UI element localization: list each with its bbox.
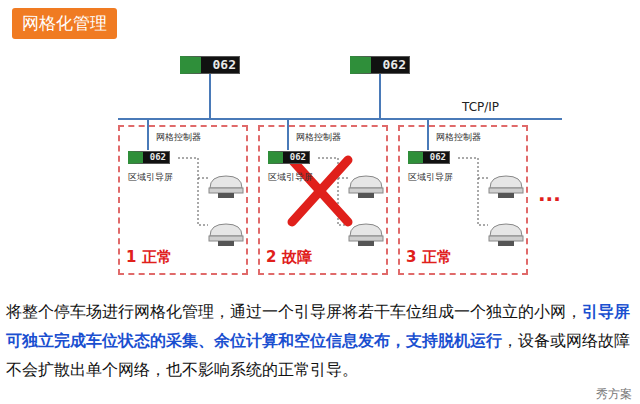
- controller-label: 网格控制器: [436, 131, 481, 144]
- description: 将整个停车场进行网格化管理，通过一个引导屏将若干车位组成一个独立的小网，引导屏可…: [6, 298, 636, 385]
- sensor-icon: [209, 224, 243, 246]
- screen-digits: 062: [290, 152, 306, 162]
- screen-digits: 062: [213, 57, 236, 72]
- status-label: 3 正常: [406, 248, 452, 267]
- description-text: 将整个停车场进行网格化管理，通过一个引导屏将若干车位组成一个独立的小网，: [6, 303, 582, 321]
- watermark: 秀方案: [594, 386, 634, 403]
- sensor-icon: [349, 176, 383, 198]
- title-tab: 网格化管理: [12, 8, 117, 39]
- network-label: TCP/IP: [462, 100, 499, 114]
- drop-line: [379, 74, 381, 119]
- guide-screen: 062: [408, 151, 450, 164]
- screen-digits: 062: [383, 57, 406, 72]
- more-dots: ...: [538, 182, 561, 206]
- sensor-wire: [178, 158, 208, 225]
- controller-label: 网格控制器: [296, 131, 341, 144]
- sensor-icon: [209, 176, 243, 198]
- grid-box: 网格控制器区域引导屏 3 正常: [398, 125, 528, 275]
- screen-label: 区域引导屏: [128, 171, 173, 184]
- guide-screen: 062: [128, 151, 170, 164]
- screen-label: 区域引导屏: [408, 171, 453, 184]
- fault-cross: [292, 160, 348, 222]
- status-label: 2 故障: [266, 248, 312, 267]
- grid-box: 网格控制器区域引导屏 1 正常: [118, 125, 248, 275]
- controller-label: 网格控制器: [156, 131, 201, 144]
- screen-label: 区域引导屏: [268, 171, 313, 184]
- guide-screen: 062: [180, 56, 240, 74]
- sensor-icon: [489, 224, 523, 246]
- guide-screen: 062: [268, 151, 310, 164]
- sensor-wire: [458, 158, 488, 225]
- sensor-icon: [349, 224, 383, 246]
- sensor-icon: [489, 176, 523, 198]
- grid-box: 网格控制器区域引导屏 2 故障: [258, 125, 388, 275]
- status-label: 1 正常: [126, 248, 172, 267]
- fault-cross: [292, 160, 348, 222]
- screen-digits: 062: [150, 152, 166, 162]
- tcp-line: [118, 118, 562, 120]
- drop-line: [209, 74, 211, 119]
- guide-screen: 062: [350, 56, 410, 74]
- screen-digits: 062: [430, 152, 446, 162]
